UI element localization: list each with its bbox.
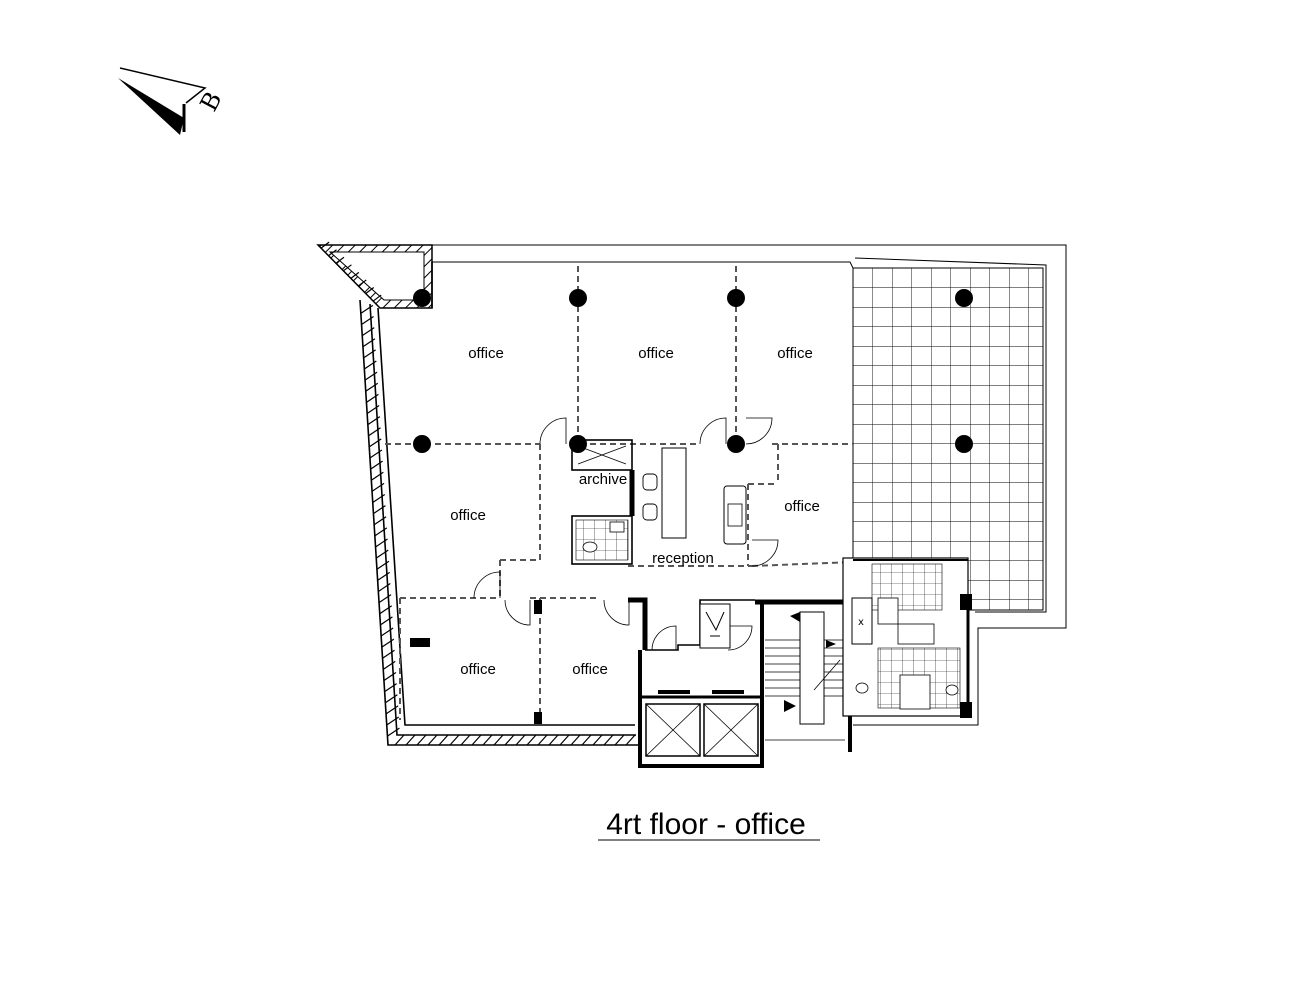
room-label-archive: archive [579,471,627,488]
reception-furniture [642,447,747,545]
archive-wc-block [571,439,635,565]
room-label-office: office [572,661,608,678]
room-label-office: office [638,345,674,362]
plan-title: 4rt floor - office [606,808,806,841]
north-marker-letter: B [195,87,228,116]
room-label-office: office [468,345,504,362]
room-label-reception: reception [652,550,714,567]
exterior-wall-hatching: (function(){ var g = document.currentScr… [320,241,636,746]
partitions [385,266,854,720]
service-block: x [842,557,972,718]
building-outline [316,244,1067,746]
svg-text:x: x [858,617,864,628]
north-arrow-icon: B [118,67,228,135]
room-labels: office office office office archive offi… [450,345,820,678]
room-label-office: office [777,345,813,362]
room-label-office: office [450,507,486,524]
terrace-tiles [852,267,1044,611]
building-core [628,597,852,768]
room-label-office: office [784,498,820,515]
room-label-office: office [460,661,496,678]
